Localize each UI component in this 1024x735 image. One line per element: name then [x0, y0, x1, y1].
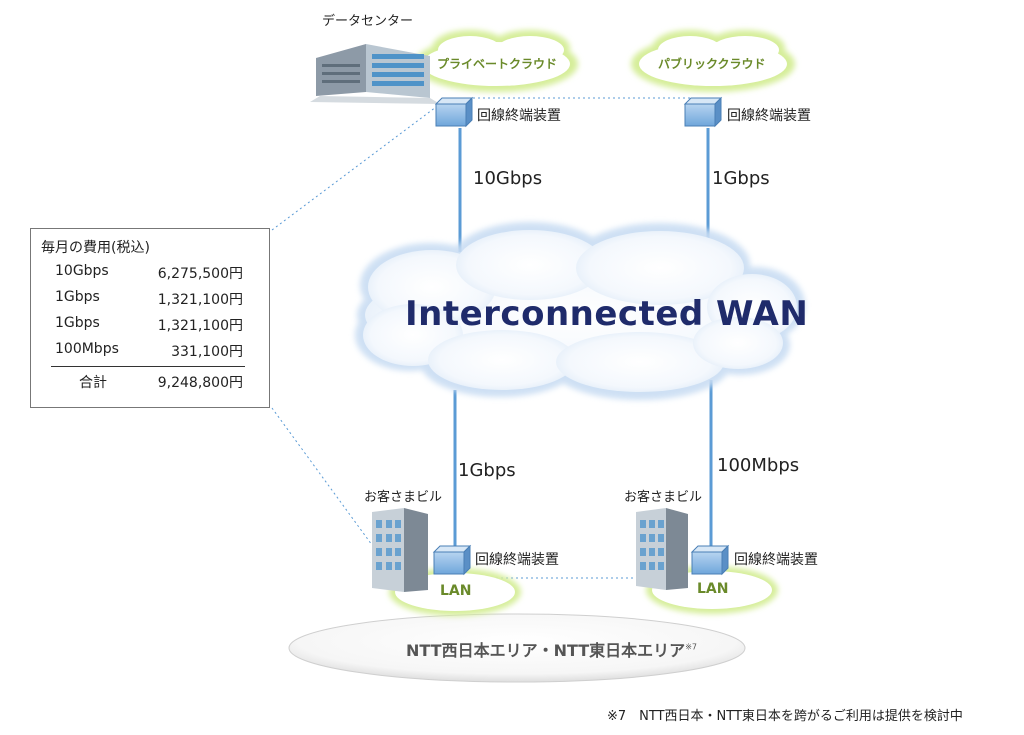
solid-links — [453, 128, 713, 548]
cost-row: 100Mbps 331,100円 — [31, 341, 269, 361]
terminal-label: 回線終端装置 — [727, 108, 811, 124]
customer-building-label: お客さまビル — [624, 490, 703, 505]
customer-building-left-icon — [372, 508, 428, 592]
cost-row-value: 6,275,500円 — [157, 266, 243, 282]
cost-row-value: 1,321,100円 — [157, 292, 243, 308]
terminal-device-icon — [434, 96, 474, 128]
wan-title: Interconnected WAN — [405, 294, 809, 334]
cost-row: 10Gbps 6,275,500円 — [31, 263, 269, 283]
lan-label: LAN — [440, 583, 472, 599]
datacenter-label: データセンター — [322, 14, 414, 29]
private-cloud-shape — [414, 30, 578, 92]
terminal-device-icon — [432, 544, 472, 576]
lan-label: LAN — [697, 581, 729, 597]
service-area-label: NTT西日本エリア・NTT東日本エリア※7 — [406, 637, 697, 661]
service-area-text: NTT西日本エリア・NTT東日本エリア — [406, 641, 686, 660]
public-cloud-label: パブリッククラウド — [658, 57, 766, 71]
datacenter-building-icon — [310, 44, 440, 104]
monthly-cost-box: 毎月の費用(税込) 10Gbps 6,275,500円 1Gbps 1,321,… — [30, 228, 270, 408]
service-area-ellipse — [288, 613, 746, 683]
cost-total-row: 合計 9,248,800円 — [31, 372, 269, 392]
footnote: ※7 NTT西日本・NTT東日本を跨がるご利用は提供を検討中 — [607, 709, 963, 724]
cost-row: 1Gbps 1,321,100円 — [31, 289, 269, 309]
wan-cloud — [355, 222, 805, 400]
cost-row-name: 10Gbps — [55, 263, 109, 279]
public-cloud-shape — [631, 30, 795, 92]
cost-row-name: 100Mbps — [55, 341, 119, 357]
customer-building-right-icon — [636, 508, 688, 590]
private-cloud-label: プライベートクラウド — [437, 57, 558, 71]
terminal-device-icon — [690, 544, 730, 576]
cost-row-name: 1Gbps — [55, 315, 100, 331]
link-speed-customer-right: 100Mbps — [717, 455, 800, 476]
area-note-mark: ※7 — [685, 642, 697, 652]
cost-row-value: 1,321,100円 — [157, 318, 243, 334]
link-speed-public: 1Gbps — [712, 168, 770, 189]
link-speed-customer-left: 1Gbps — [458, 460, 516, 481]
cost-total-value: 9,248,800円 — [157, 375, 243, 391]
terminal-label: 回線終端装置 — [734, 552, 818, 568]
link-speed-private: 10Gbps — [473, 168, 543, 189]
cost-row-value: 331,100円 — [171, 344, 243, 360]
terminal-label: 回線終端装置 — [477, 108, 561, 124]
cost-box-title: 毎月の費用(税込) — [41, 240, 150, 256]
total-divider — [51, 366, 245, 367]
cost-total-label: 合計 — [79, 375, 107, 391]
terminal-device-icon — [683, 96, 723, 128]
cost-row-name: 1Gbps — [55, 289, 100, 305]
cost-row: 1Gbps 1,321,100円 — [31, 315, 269, 335]
terminal-label: 回線終端装置 — [475, 552, 559, 568]
customer-building-label: お客さまビル — [364, 490, 443, 505]
